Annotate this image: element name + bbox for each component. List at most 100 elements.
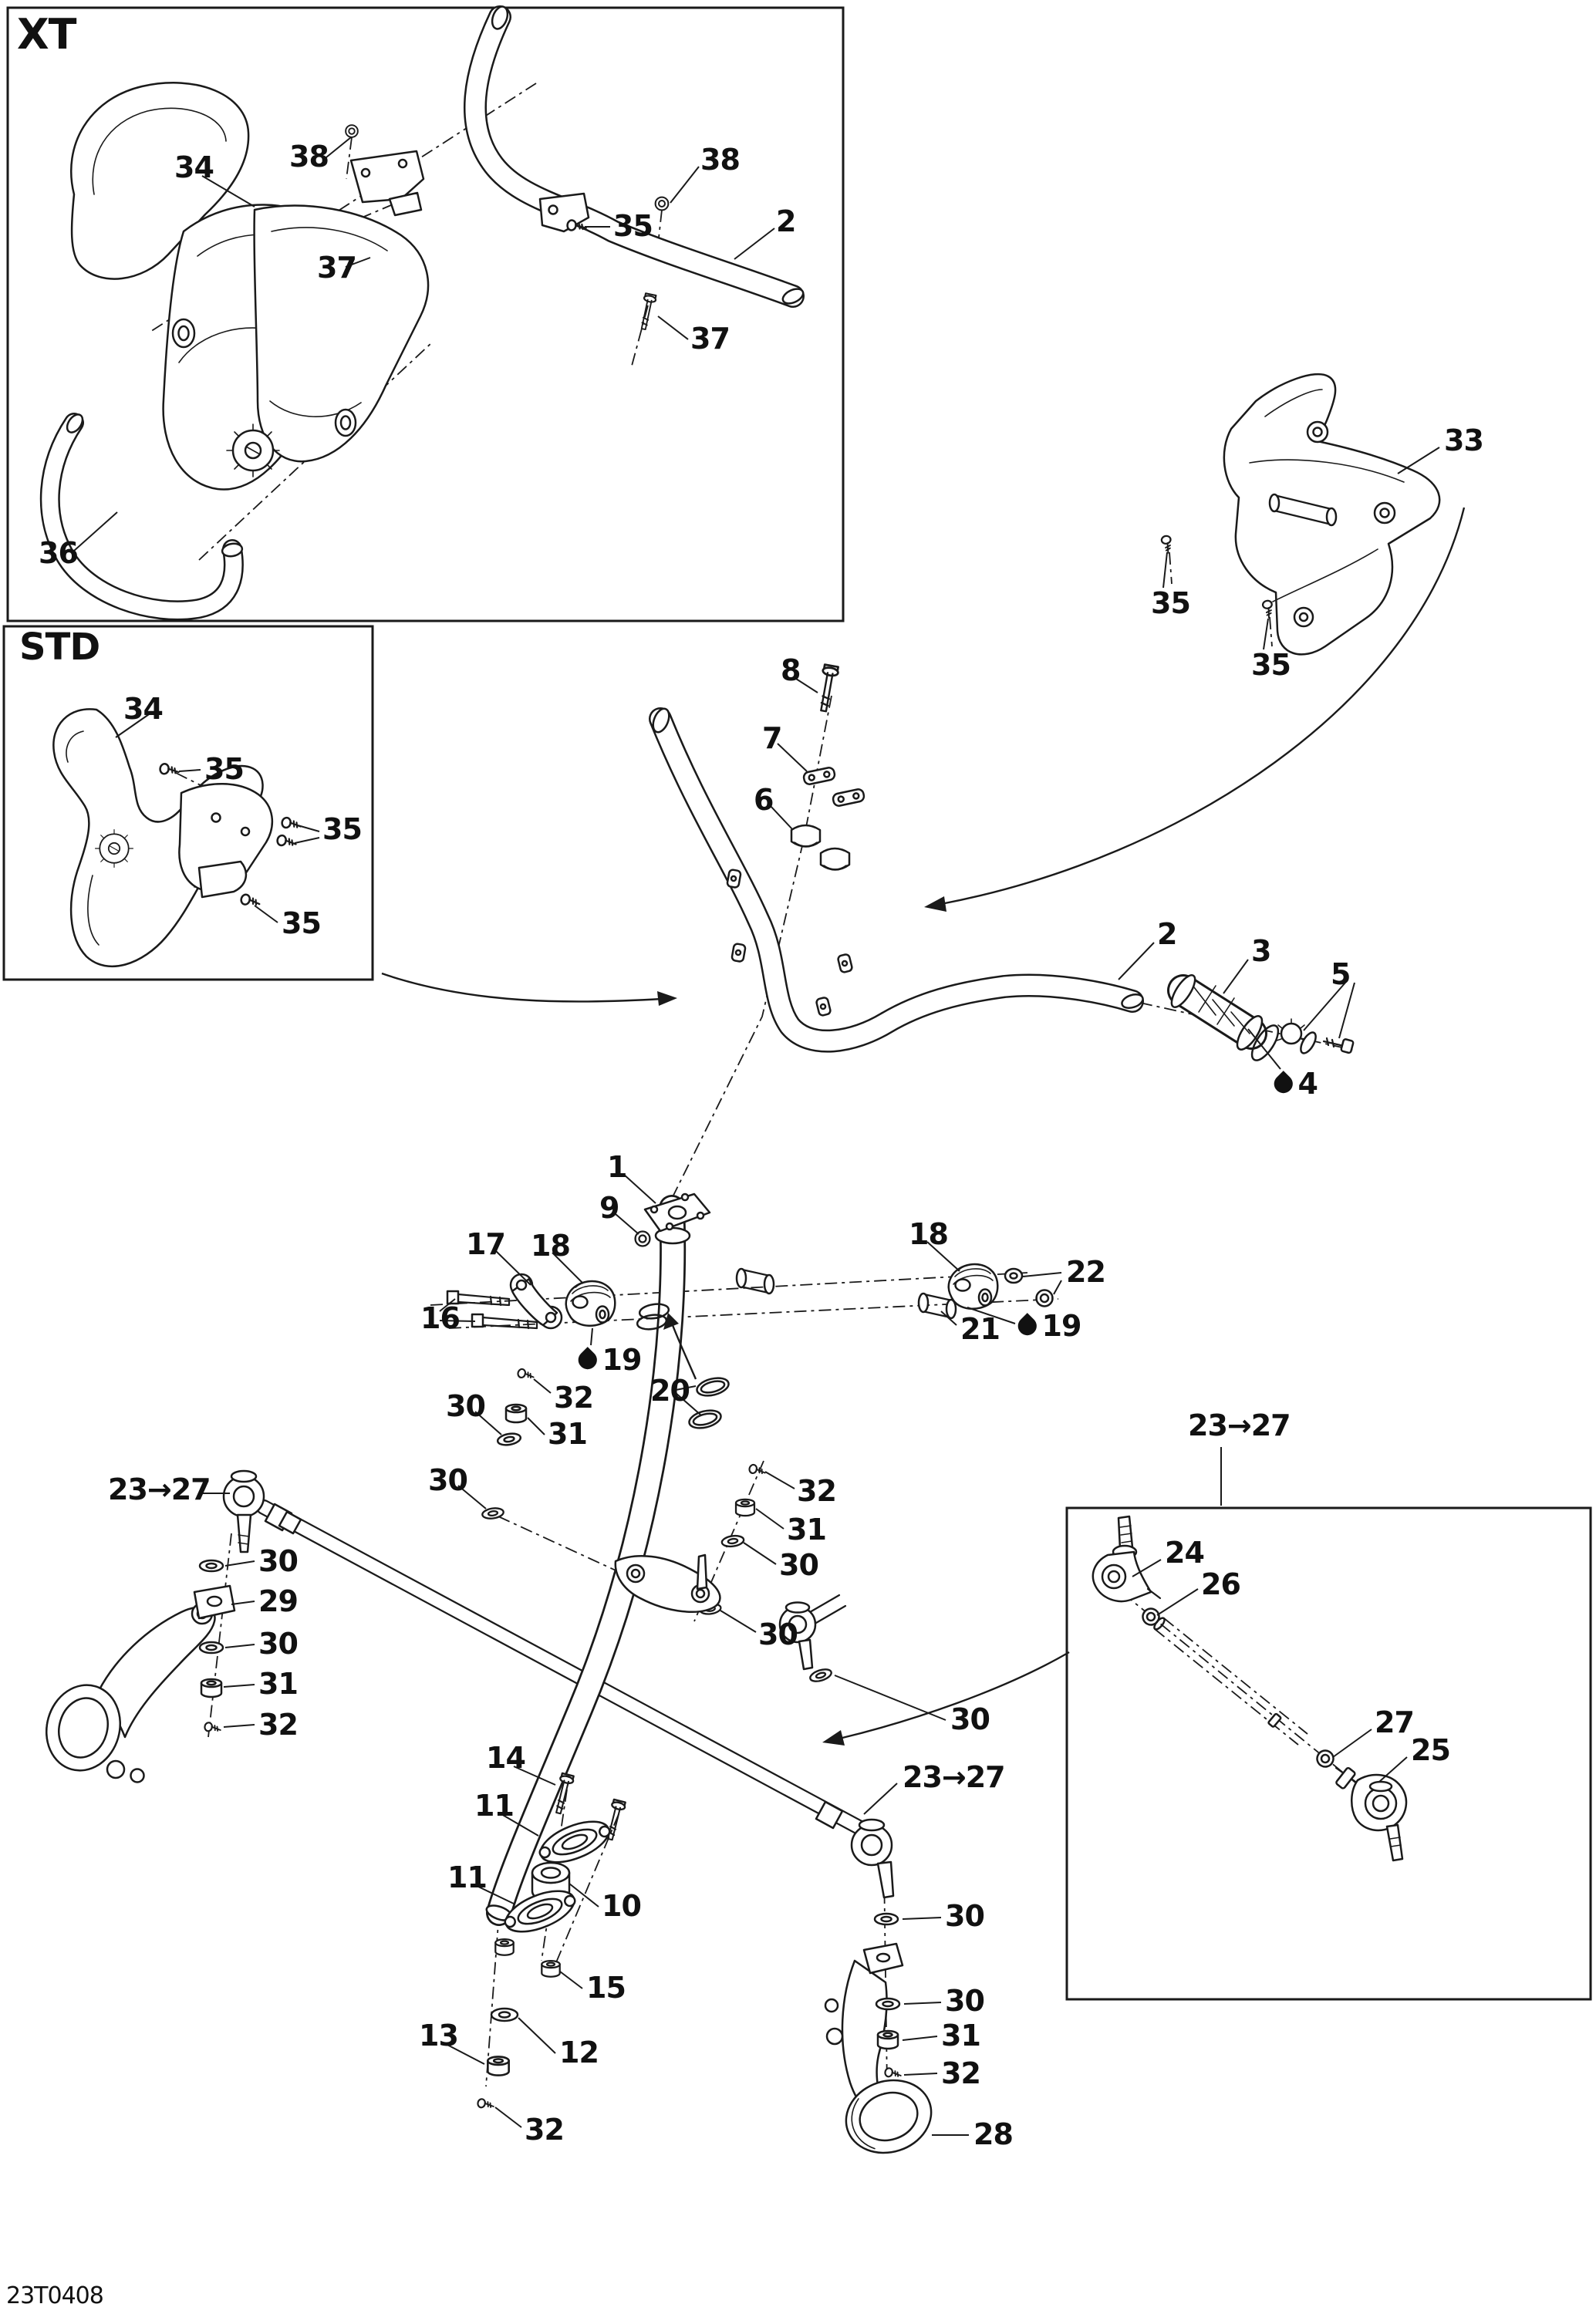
callout-c20: 20: [650, 1376, 690, 1405]
callout-c30-e: 30: [258, 1544, 299, 1578]
callout-c30-d: 30: [758, 1620, 798, 1649]
handlebar-clamp-hardware: [790, 663, 865, 871]
callout-c30-a: 30: [446, 1391, 486, 1421]
callout-text: 30: [945, 1899, 985, 1933]
callout-text: 35: [204, 752, 245, 786]
callout-text: 23T0408: [6, 2282, 104, 2309]
callout-text: 10: [602, 1889, 642, 1923]
leader-lines: [73, 137, 1440, 2136]
callout-text: 2: [776, 204, 796, 238]
callout-xt-37-right: 37: [690, 324, 731, 353]
callout-c22: 22: [1066, 1255, 1106, 1289]
callout-c9: 9: [599, 1193, 619, 1223]
callout-text: 22: [1066, 1255, 1106, 1289]
callout-text: 19: [602, 1343, 643, 1377]
callout-text: 4: [1297, 1067, 1318, 1101]
callout-c25: 25: [1411, 1733, 1451, 1767]
callout-text: 26: [1201, 1567, 1241, 1601]
left-steering-knuckle: [46, 1559, 236, 1783]
callout-text: 35: [282, 906, 322, 940]
tie-rod-installed: [222, 1469, 895, 1899]
callout-c30-h: 30: [945, 1899, 985, 1933]
callout-c33: 33: [1444, 426, 1484, 455]
callout-c6: 6: [754, 783, 774, 817]
callout-xt-title: XT: [17, 14, 76, 56]
callout-text: 25: [1411, 1733, 1451, 1767]
steering-link-hardware: [446, 1263, 1054, 1330]
callout-xt-38-right: 38: [700, 143, 741, 177]
callout-std-35-2: 35: [322, 812, 363, 846]
callout-c2327-mid: 23→27: [1188, 1411, 1291, 1440]
callout-text: 11: [474, 1789, 515, 1823]
column-top-plate: [634, 1192, 711, 1247]
callout-c32-b: 32: [797, 1474, 837, 1508]
callout-c19-right: 19: [1014, 1309, 1082, 1343]
callout-c2327-left: 23→27: [108, 1475, 211, 1504]
callout-c11-b: 11: [447, 1863, 488, 1892]
callout-c18-right: 18: [909, 1219, 949, 1249]
callout-text: 1: [607, 1150, 627, 1184]
callout-xt-34: 34: [174, 153, 214, 182]
callout-text: 23→27: [1188, 1408, 1291, 1442]
callout-text: 8: [781, 653, 801, 687]
callout-std-title: STD: [19, 629, 100, 666]
callout-c35-br1: 35: [1151, 586, 1191, 620]
callout-c32-e: 32: [941, 2059, 981, 2088]
callout-text: 2: [1157, 917, 1177, 951]
xt-box: [6, 6, 845, 622]
callout-c31-b: 31: [787, 1513, 827, 1547]
callout-text: 31: [787, 1513, 827, 1547]
xt-grab-bar: [50, 412, 243, 611]
callout-text: 32: [797, 1474, 837, 1508]
callout-c8: 8: [781, 653, 801, 687]
std-handlebar-cover: [52, 708, 303, 968]
callout-c12: 12: [559, 2038, 599, 2067]
callout-text: 5: [1331, 957, 1351, 991]
callout-text: 35: [1151, 586, 1191, 620]
callout-text: 38: [289, 140, 329, 174]
callout-text: 9: [599, 1191, 619, 1225]
callout-text: 6: [754, 783, 774, 817]
callout-text: 30: [258, 1544, 299, 1578]
callout-text: STD: [19, 626, 100, 669]
callout-c30-c: 30: [779, 1550, 819, 1580]
xt-handlebar-cover: [70, 82, 430, 491]
callout-xt-35: 35: [613, 211, 653, 241]
callout-c32-a: 32: [554, 1383, 594, 1412]
callout-c30-i: 30: [945, 1986, 985, 2015]
callout-c27: 27: [1375, 1708, 1415, 1737]
callout-c17: 17: [466, 1230, 506, 1259]
callout-c31-d: 31: [941, 2019, 981, 2053]
callout-text: 34: [123, 692, 164, 726]
tie-rod-inner-ball-joint: [778, 1594, 847, 1685]
callout-c16: 16: [420, 1304, 461, 1333]
callout-c14: 14: [486, 1741, 526, 1775]
lubricant-droplet-icon: [575, 1347, 601, 1373]
lubricant-droplet-icon: [1014, 1313, 1041, 1339]
std-box: [2, 625, 374, 981]
callout-text: 18: [531, 1229, 571, 1263]
callout-c2: 2: [1157, 917, 1177, 951]
callout-text: 30: [758, 1617, 798, 1651]
callout-c2327-right: 23→27: [903, 1762, 1006, 1792]
tie-rod-detail: [1092, 1515, 1408, 1862]
callout-std-35-1: 35: [204, 752, 245, 786]
reference-arrows: [381, 507, 1466, 1746]
callout-xt-37-left: 37: [317, 253, 357, 282]
callout-c21: 21: [960, 1314, 1000, 1344]
callout-text: 19: [1041, 1309, 1082, 1343]
lubricant-droplet-icon: [1270, 1071, 1297, 1097]
callout-text: 32: [258, 1708, 299, 1742]
callout-text: 31: [941, 2019, 981, 2053]
callout-text: 14: [486, 1741, 526, 1775]
callout-xt-36: 36: [39, 538, 79, 568]
callout-c19-left: 19: [575, 1343, 643, 1377]
grip-assembly: [1167, 972, 1355, 1061]
right-steering-knuckle: [824, 1912, 933, 2154]
callout-text: 35: [322, 812, 363, 846]
callout-text: 31: [548, 1417, 588, 1451]
callout-c4: 4: [1270, 1067, 1318, 1101]
callout-c24: 24: [1165, 1538, 1205, 1567]
callout-c1: 1: [607, 1150, 627, 1184]
callout-text: 38: [700, 143, 741, 177]
